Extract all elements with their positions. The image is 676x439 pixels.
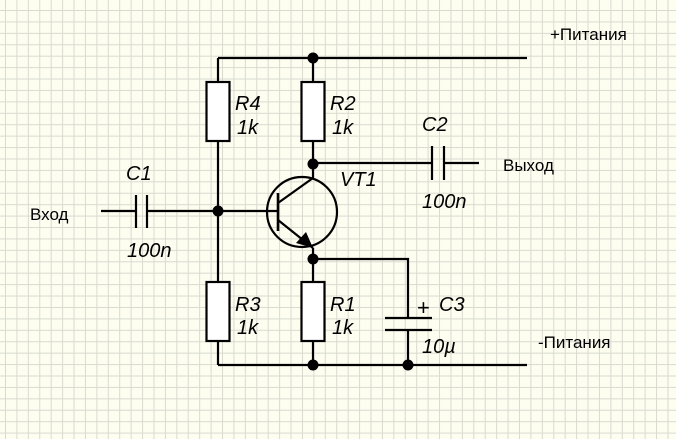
junction-node-bottom-r1 [307, 359, 319, 371]
r2-ref-label: R2 [330, 93, 356, 115]
transistor-body-circle [265, 175, 339, 249]
negative-rail-label: -Питания [538, 333, 611, 352]
resistor-r4[interactable] [205, 80, 231, 143]
junction-node-bottom-c3 [402, 359, 414, 371]
vt1-ref-label: VT1 [340, 169, 377, 191]
resistor-r3[interactable] [205, 280, 231, 343]
junction-node-base [212, 205, 224, 217]
input-label: Вход [30, 205, 69, 224]
junction-node-top [307, 52, 319, 64]
positive-rail-label: +Питания [550, 25, 627, 44]
resistor-r2[interactable] [300, 80, 326, 143]
wire-emitter-c3 [313, 257, 410, 318]
c2-value-label: 100n [422, 191, 467, 213]
r3-ref-label: R3 [235, 294, 261, 316]
transistor-collector-lead [277, 177, 314, 204]
r4-ref-label: R4 [235, 93, 261, 115]
r1-value-label: 1k [332, 317, 354, 339]
junction-node-emitter [307, 253, 319, 265]
r4-value-label: 1k [237, 117, 259, 139]
c1-ref-label: C1 [126, 163, 152, 185]
resistor-r1[interactable] [300, 280, 326, 343]
c3-polarity-plus-icon: + [417, 295, 430, 320]
junction-node-collector [307, 158, 319, 170]
transistor-emitter-arrow-icon [296, 232, 313, 248]
r3-value-label: 1k [237, 317, 259, 339]
output-label: Выход [503, 156, 554, 175]
r1-ref-label: R1 [330, 294, 356, 316]
r2-value-label: 1k [332, 117, 354, 139]
c1-value-label: 100n [127, 240, 172, 262]
transistor-vt1[interactable] [265, 175, 339, 249]
c3-value-label: 10µ [422, 336, 456, 358]
c2-ref-label: C2 [422, 114, 448, 136]
c3-ref-label: C3 [439, 294, 465, 316]
